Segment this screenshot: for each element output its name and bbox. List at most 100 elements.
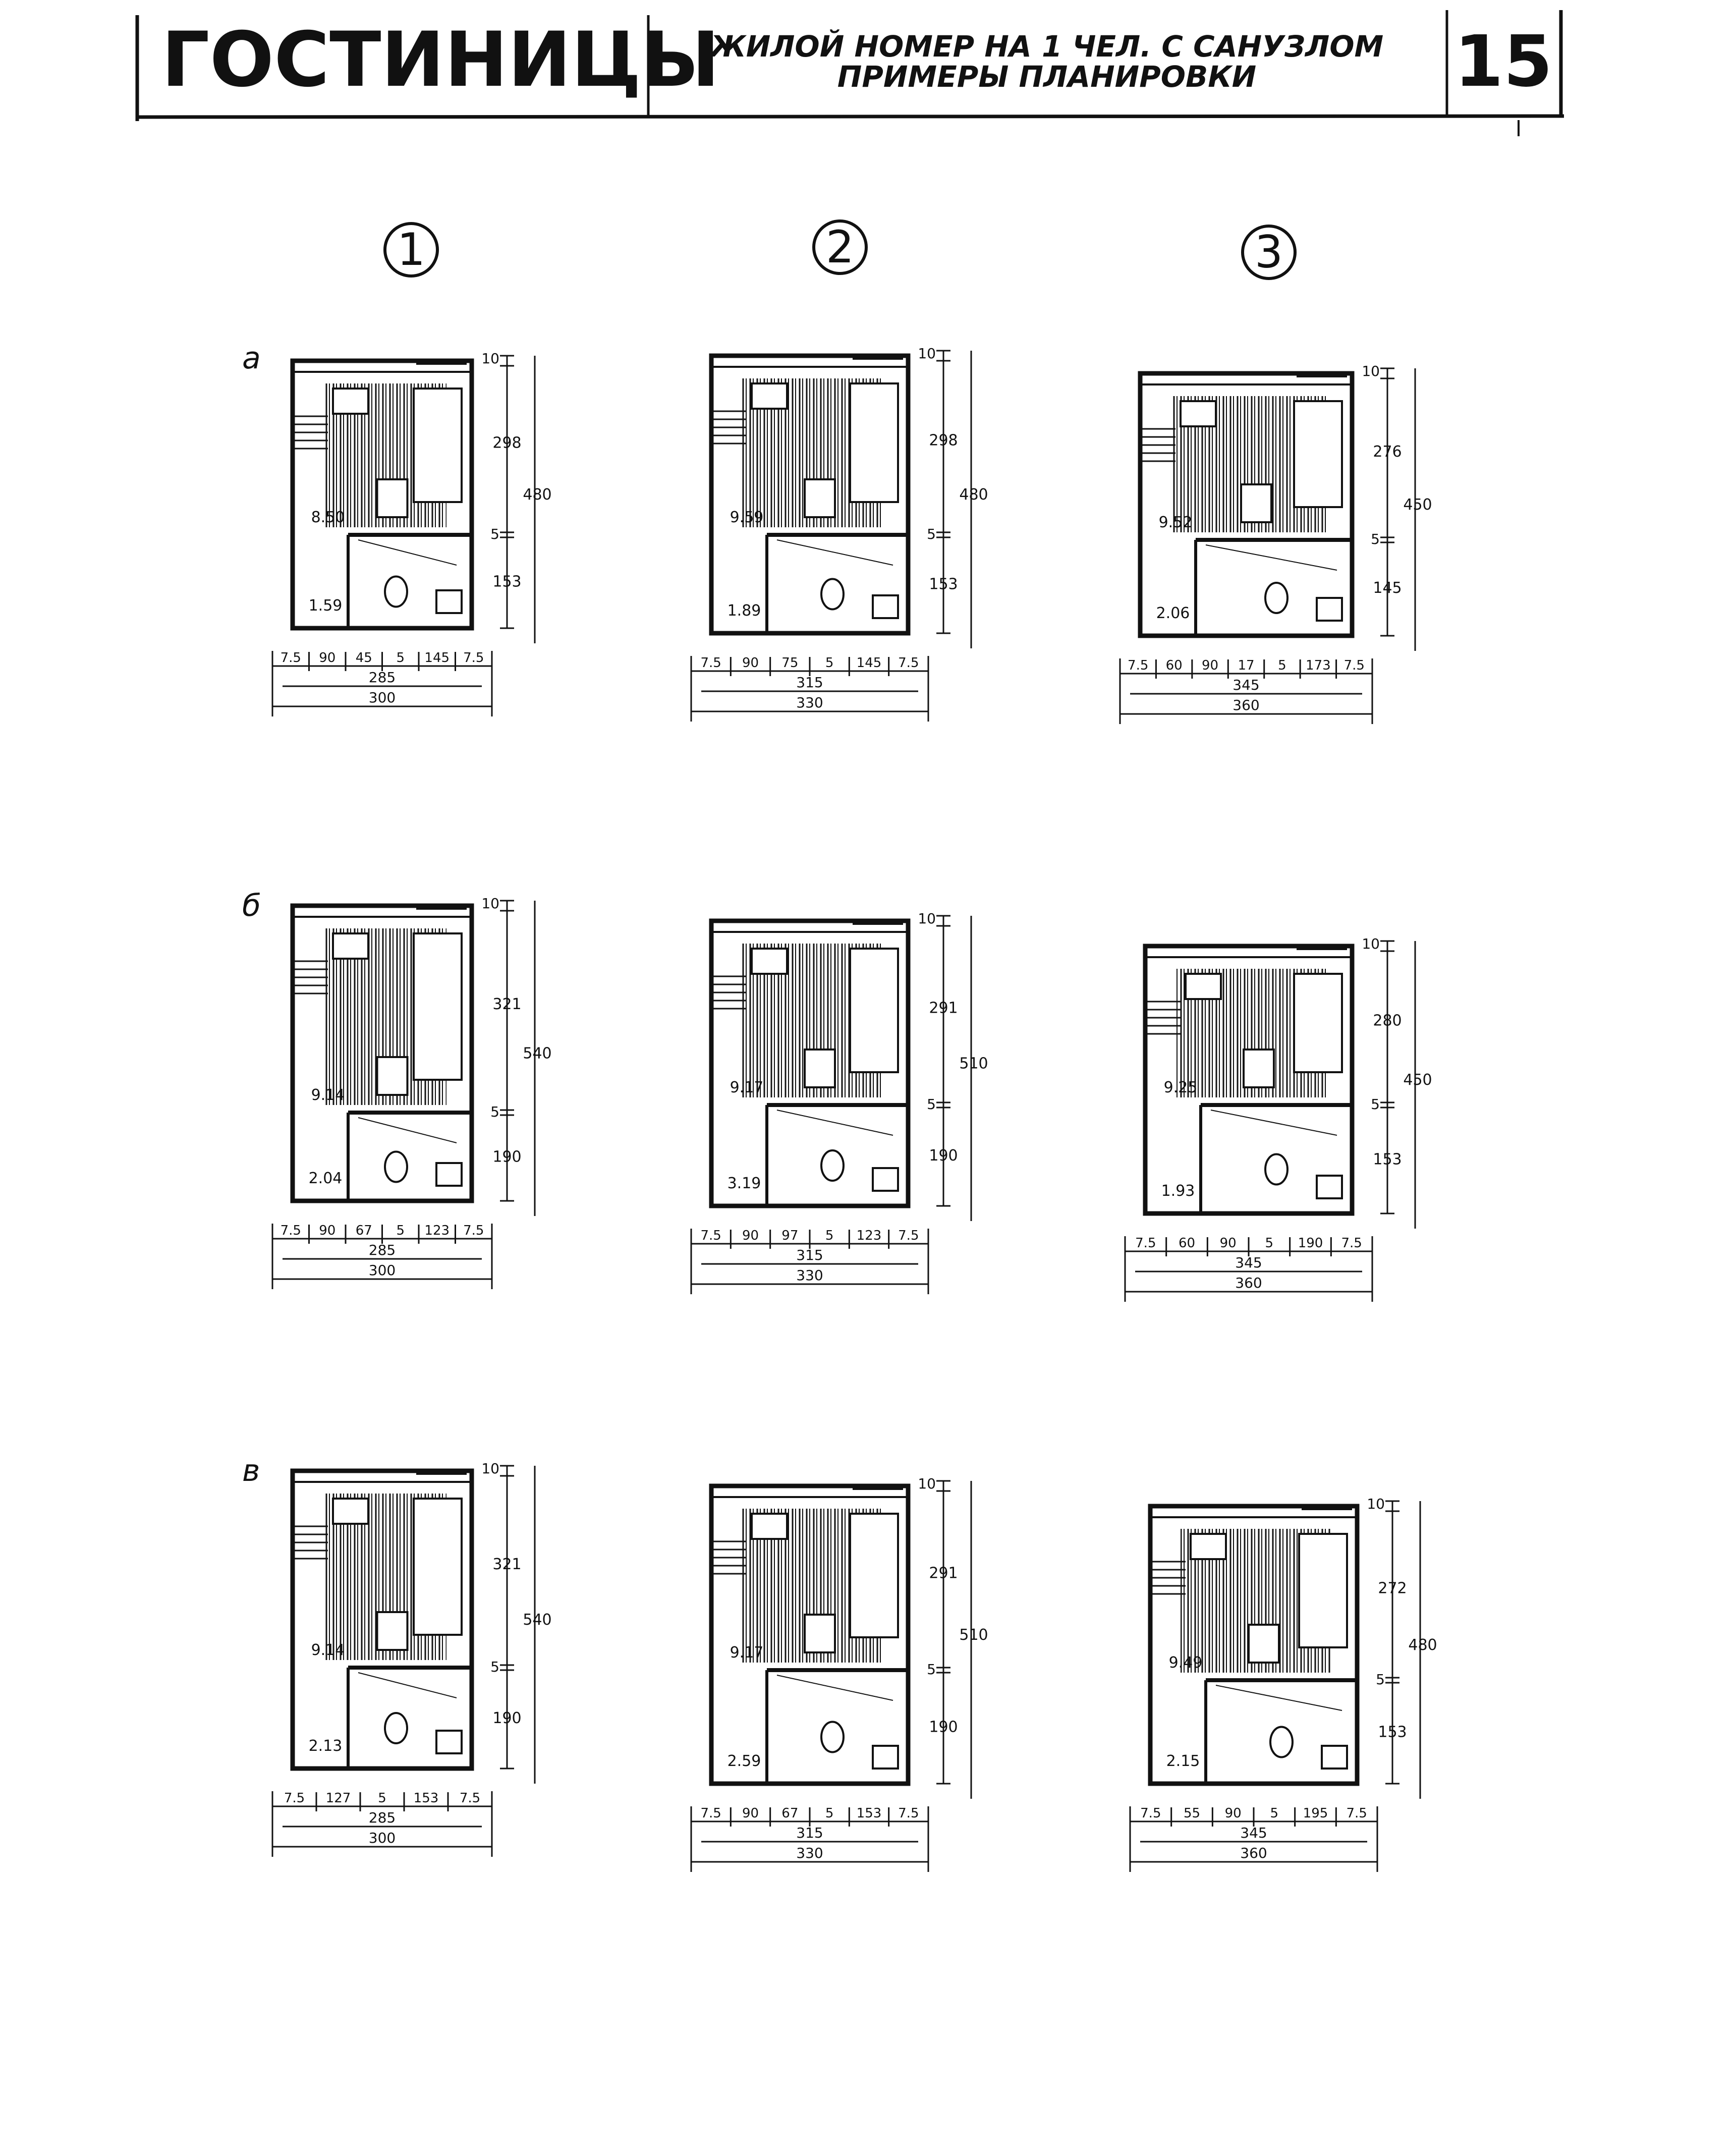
dim-label: 10 <box>481 895 499 912</box>
dim-label: 5 <box>490 1659 499 1675</box>
column-label: 1 <box>397 224 425 275</box>
bed <box>849 382 899 503</box>
outer-wall <box>709 918 911 1208</box>
dim-label: 45 <box>356 650 372 666</box>
dim-label: 190 <box>929 1719 958 1736</box>
dim-label: 67 <box>356 1223 372 1238</box>
dim-label: 5 <box>396 1223 405 1238</box>
dim-label: 315 <box>796 1247 823 1263</box>
dim-label: 298 <box>929 432 958 450</box>
row-label-b: б <box>242 888 261 923</box>
window-sill <box>853 1484 903 1490</box>
dim-label: 321 <box>492 996 521 1013</box>
bath-area-label: 2.06 <box>1156 604 1190 622</box>
dim-label: 360 <box>1233 697 1259 713</box>
dim-label: 7.5 <box>700 655 721 671</box>
dim-label: 153 <box>929 576 958 593</box>
dim-label: 145 <box>857 655 882 671</box>
dim-label: 360 <box>1240 1845 1267 1861</box>
armchair <box>376 1056 409 1096</box>
dim-label: 127 <box>326 1791 351 1806</box>
dim-label: 285 <box>369 1809 396 1826</box>
dim-label: 5 <box>396 650 405 666</box>
dim-label: 360 <box>1235 1275 1262 1291</box>
outer-wall <box>290 358 474 631</box>
toilet <box>820 1721 845 1753</box>
dim-label: 7.5 <box>281 650 301 666</box>
armchair <box>1243 1048 1275 1088</box>
dim-label: 450 <box>1403 496 1432 514</box>
dim-label: 300 <box>369 1262 396 1279</box>
desk <box>332 1498 369 1525</box>
dim-label: 75 <box>781 655 798 671</box>
outer-wall <box>290 903 474 1203</box>
sink <box>435 1730 463 1754</box>
title-block: ГОСТИНИЦЫ ЖИЛОЙ НОМЕР НА 1 ЧЕЛ. С САНУЗЛ… <box>135 10 1564 136</box>
toilet <box>1269 1726 1294 1758</box>
dim-label: 90 <box>319 1223 335 1238</box>
room-area-label: 9.25 <box>1164 1079 1198 1096</box>
window-sill <box>853 354 903 360</box>
room-area-label: 9.14 <box>311 1086 345 1104</box>
subtitle-line-2: ПРИМЕРЫ ПЛАНИРОВКИ <box>837 60 1256 94</box>
dim-label: 291 <box>929 1000 958 1017</box>
bath-area-label: 3.19 <box>727 1175 761 1192</box>
room-area-label: 9.17 <box>730 1079 764 1096</box>
dim-label: 90 <box>1220 1236 1237 1251</box>
door-swing <box>776 1110 893 1136</box>
dim-label: 5 <box>1278 658 1286 673</box>
outer-wall <box>709 1483 911 1786</box>
dim-label: 480 <box>1408 1636 1437 1654</box>
dim-label: 5 <box>378 1791 386 1806</box>
window-sill <box>1297 944 1347 950</box>
dim-label: 7.5 <box>898 1806 919 1821</box>
dim-label: 190 <box>1298 1236 1323 1251</box>
dim-label: 540 <box>523 1611 551 1629</box>
dim-label: 90 <box>1225 1806 1242 1821</box>
bath-area-label: 1.93 <box>1161 1182 1195 1200</box>
door-swing <box>358 1672 457 1698</box>
dim-label: 5 <box>1265 1236 1274 1251</box>
toilet <box>1264 582 1289 614</box>
dim-label: 195 <box>1303 1806 1328 1821</box>
door-swing <box>1215 1685 1342 1711</box>
room-area-label: 9.17 <box>730 1644 764 1662</box>
dim-label: 190 <box>929 1147 958 1165</box>
bath-area-label: 1.89 <box>727 602 761 620</box>
dim-label: 10 <box>1367 1496 1385 1512</box>
toilet <box>1264 1153 1289 1186</box>
dim-label: 5 <box>1371 531 1380 547</box>
dim-label: 480 <box>959 486 988 504</box>
bath-area-label: 2.04 <box>309 1170 343 1187</box>
room-area-label: 9.52 <box>1159 514 1193 531</box>
dim-label: 145 <box>424 650 450 666</box>
dim-label: 153 <box>492 573 521 591</box>
desk <box>751 382 788 410</box>
dim-label: 17 <box>1238 658 1254 673</box>
dim-label: 145 <box>1373 579 1402 597</box>
dim-label: 7.5 <box>898 1228 919 1243</box>
dim-label: 10 <box>481 1460 499 1477</box>
sink <box>1316 597 1343 622</box>
room-area-label: 8.50 <box>311 509 345 526</box>
armchair <box>1240 483 1272 523</box>
dim-label: 10 <box>1362 935 1380 952</box>
dim-label: 510 <box>959 1055 988 1073</box>
toilet <box>384 1150 408 1183</box>
dim-label: 272 <box>1378 1580 1407 1597</box>
dim-label: 540 <box>523 1045 551 1063</box>
armchair <box>376 478 409 518</box>
column-marker-3: 3 <box>1241 225 1297 280</box>
dim-label: 345 <box>1235 1254 1262 1271</box>
dim-label: 280 <box>1373 1012 1402 1030</box>
window-sill <box>1302 1504 1352 1510</box>
window-sill <box>416 359 467 365</box>
dim-label: 321 <box>492 1556 521 1573</box>
outer-wall <box>1138 371 1355 638</box>
